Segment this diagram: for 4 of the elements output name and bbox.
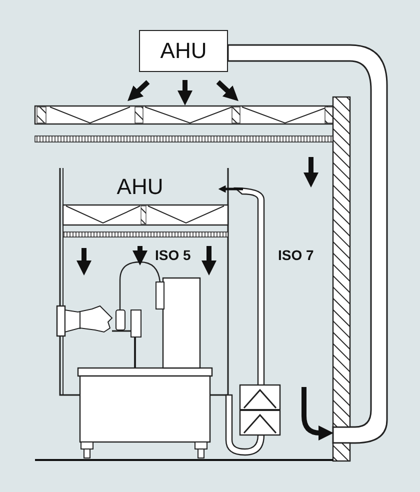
air-handling-unit: AHU: [65, 170, 215, 204]
zone-label: ISO 7: [278, 247, 314, 263]
air-handling-unit: AHU: [139, 30, 228, 72]
zone-label: ISO 5: [155, 247, 191, 263]
